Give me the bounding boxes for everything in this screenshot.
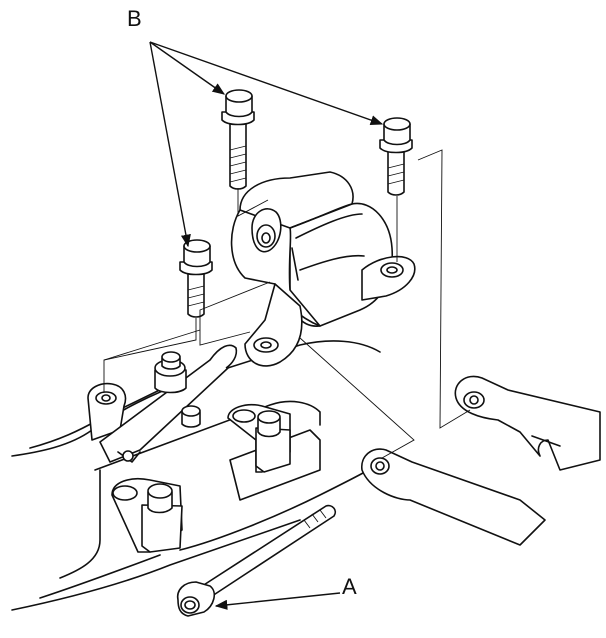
control-arm-lower — [361, 448, 546, 546]
lower-mount-block — [111, 478, 183, 553]
leader-b-right — [149, 41, 384, 125]
stay-bracket — [99, 344, 238, 463]
control-arm-upper — [454, 375, 601, 471]
subframe — [11, 340, 391, 611]
label-a: A — [342, 574, 357, 599]
left-mount-boss — [87, 382, 127, 441]
bolt-b-right — [379, 117, 413, 196]
label-b: B — [127, 6, 142, 31]
leader-a — [214, 592, 341, 610]
bolt-b-upper — [221, 89, 255, 190]
engine-mount — [230, 171, 416, 367]
bolt-a — [176, 504, 337, 617]
small-nut — [181, 405, 201, 428]
bracket-nut — [154, 351, 187, 394]
right-mount-block — [227, 403, 291, 473]
leader-b-upper — [149, 41, 226, 95]
leader-b-lower — [149, 41, 191, 248]
label-b-leaders — [149, 41, 384, 248]
alignment-lines — [103, 149, 471, 459]
bolt-b-lower — [179, 239, 213, 318]
